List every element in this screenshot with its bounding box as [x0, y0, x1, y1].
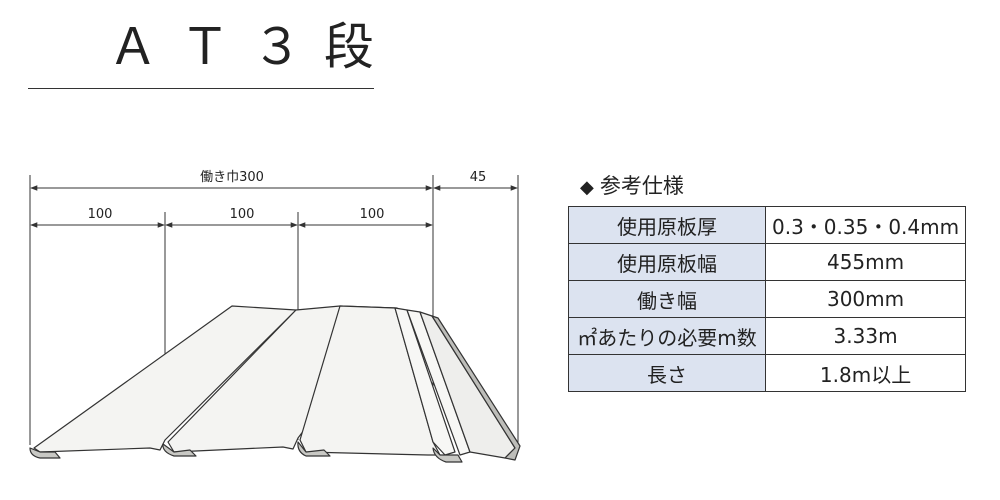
spec-value: 3.33m [764, 317, 967, 355]
diamond-icon: ◆ [580, 177, 594, 198]
dim-seg2-label: 100 [230, 207, 255, 222]
panel-shape [29, 305, 521, 463]
bottom-lip-2 [162, 443, 197, 457]
dim-overlap-label: 45 [470, 170, 487, 185]
spec-heading: ◆参考仕様 [580, 170, 684, 200]
spec-value: 1.8m以上 [764, 354, 967, 392]
page-title: ＡＴ３段 [108, 18, 396, 76]
bottom-lip-4 [432, 447, 463, 463]
spec-value: 455mm [764, 243, 967, 281]
spec-label: 長さ [568, 354, 766, 392]
spec-value: 300mm [764, 280, 967, 318]
panel-diagram: 働き巾300 45 100 100 100 [29, 170, 521, 463]
panel-edge-lip [431, 315, 521, 461]
dim-seg3-label: 100 [360, 207, 385, 222]
dim-total-label: 働き巾300 [200, 170, 264, 185]
bottom-lip-3 [297, 441, 331, 457]
spec-table: 使用原板厚 0.3・0.35・0.4mm 使用原板幅 455mm 働き幅 300… [568, 206, 967, 392]
spec-value: 0.3・0.35・0.4mm [764, 206, 967, 244]
spec-label: 使用原板厚 [568, 206, 766, 244]
overlap-strip-1 [394, 307, 456, 456]
table-row: 使用原板幅 455mm [568, 243, 967, 281]
table-row: 使用原板厚 0.3・0.35・0.4mm [568, 206, 967, 244]
spec-heading-text: 参考仕様 [599, 174, 684, 198]
title-underline [28, 88, 374, 89]
table-row: ㎡あたりの必要m数 3.33m [568, 317, 967, 355]
spec-label: ㎡あたりの必要m数 [568, 317, 766, 355]
spec-label: 働き幅 [568, 280, 766, 318]
table-row: 働き幅 300mm [568, 280, 967, 318]
dim-seg1-label: 100 [88, 207, 113, 222]
table-row: 長さ 1.8m以上 [568, 354, 967, 392]
spec-label: 使用原板幅 [568, 243, 766, 281]
bottom-lip-1 [29, 447, 61, 459]
